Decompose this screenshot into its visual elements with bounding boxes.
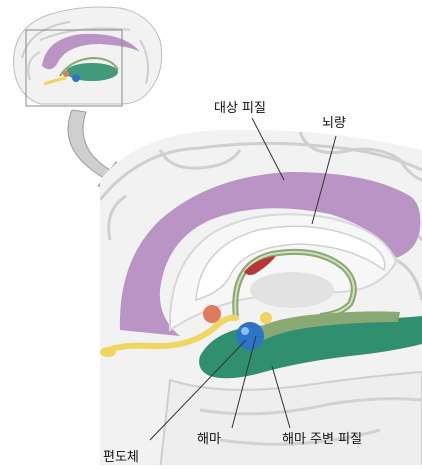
thumbnail-brain bbox=[14, 7, 162, 104]
label-parahippocampal-cortex: 해마 주변 피질 bbox=[282, 432, 362, 448]
label-fornix: 뇌량 bbox=[322, 116, 346, 132]
main-brain-section bbox=[100, 130, 422, 469]
septal-nucleus bbox=[203, 305, 221, 323]
label-cingulate-cortex: 대상 피질 bbox=[214, 101, 266, 117]
label-hippocampus: 해마 bbox=[197, 432, 221, 448]
label-amygdala: 편도체 bbox=[103, 450, 139, 466]
